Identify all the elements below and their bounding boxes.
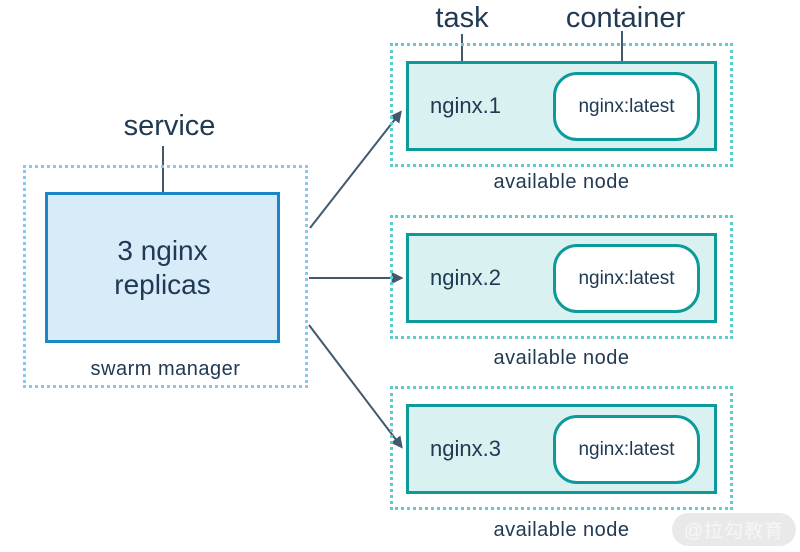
task-box-1: nginx.1 nginx:latest xyxy=(406,61,717,151)
service-leader-line xyxy=(162,146,164,225)
service-label: service xyxy=(123,110,216,142)
replicas-text-line1: 3 nginx xyxy=(117,234,208,266)
arrow-to-node-3 xyxy=(308,324,403,449)
container-label: container xyxy=(565,2,686,34)
node-group-3: nginx.3 nginx:latest xyxy=(390,386,733,510)
swarm-manager-group xyxy=(23,165,308,388)
node-caption-3: available node xyxy=(493,519,630,541)
service-replicas-box: 3 nginx replicas xyxy=(45,192,280,343)
task-name-1: nginx.1 xyxy=(430,93,501,118)
node-caption-1: available node xyxy=(493,171,630,193)
node-group-2: nginx.2 nginx:latest xyxy=(390,215,733,339)
node-caption-2: available node xyxy=(493,347,630,369)
container-box-1: nginx:latest xyxy=(553,72,700,141)
container-image-2: nginx:latest xyxy=(578,267,675,289)
replicas-text-line2: replicas xyxy=(114,268,211,300)
arrow-to-node-1 xyxy=(309,110,402,229)
task-box-2: nginx.2 nginx:latest xyxy=(406,233,717,323)
watermark-badge: @拉勾教育 xyxy=(672,513,796,546)
container-box-2: nginx:latest xyxy=(553,244,700,313)
container-box-3: nginx:latest xyxy=(553,415,700,484)
node-group-1: nginx.1 nginx:latest xyxy=(390,43,733,167)
task-label: task xyxy=(435,2,489,34)
task-name-3: nginx.3 xyxy=(430,436,501,461)
swarm-manager-caption: swarm manager xyxy=(90,358,241,380)
container-leader-line xyxy=(621,31,623,84)
container-image-1: nginx:latest xyxy=(578,95,675,117)
task-name-2: nginx.2 xyxy=(430,265,501,290)
task-leader-line xyxy=(461,34,463,84)
container-image-3: nginx:latest xyxy=(578,438,675,460)
task-box-3: nginx.3 nginx:latest xyxy=(406,404,717,494)
